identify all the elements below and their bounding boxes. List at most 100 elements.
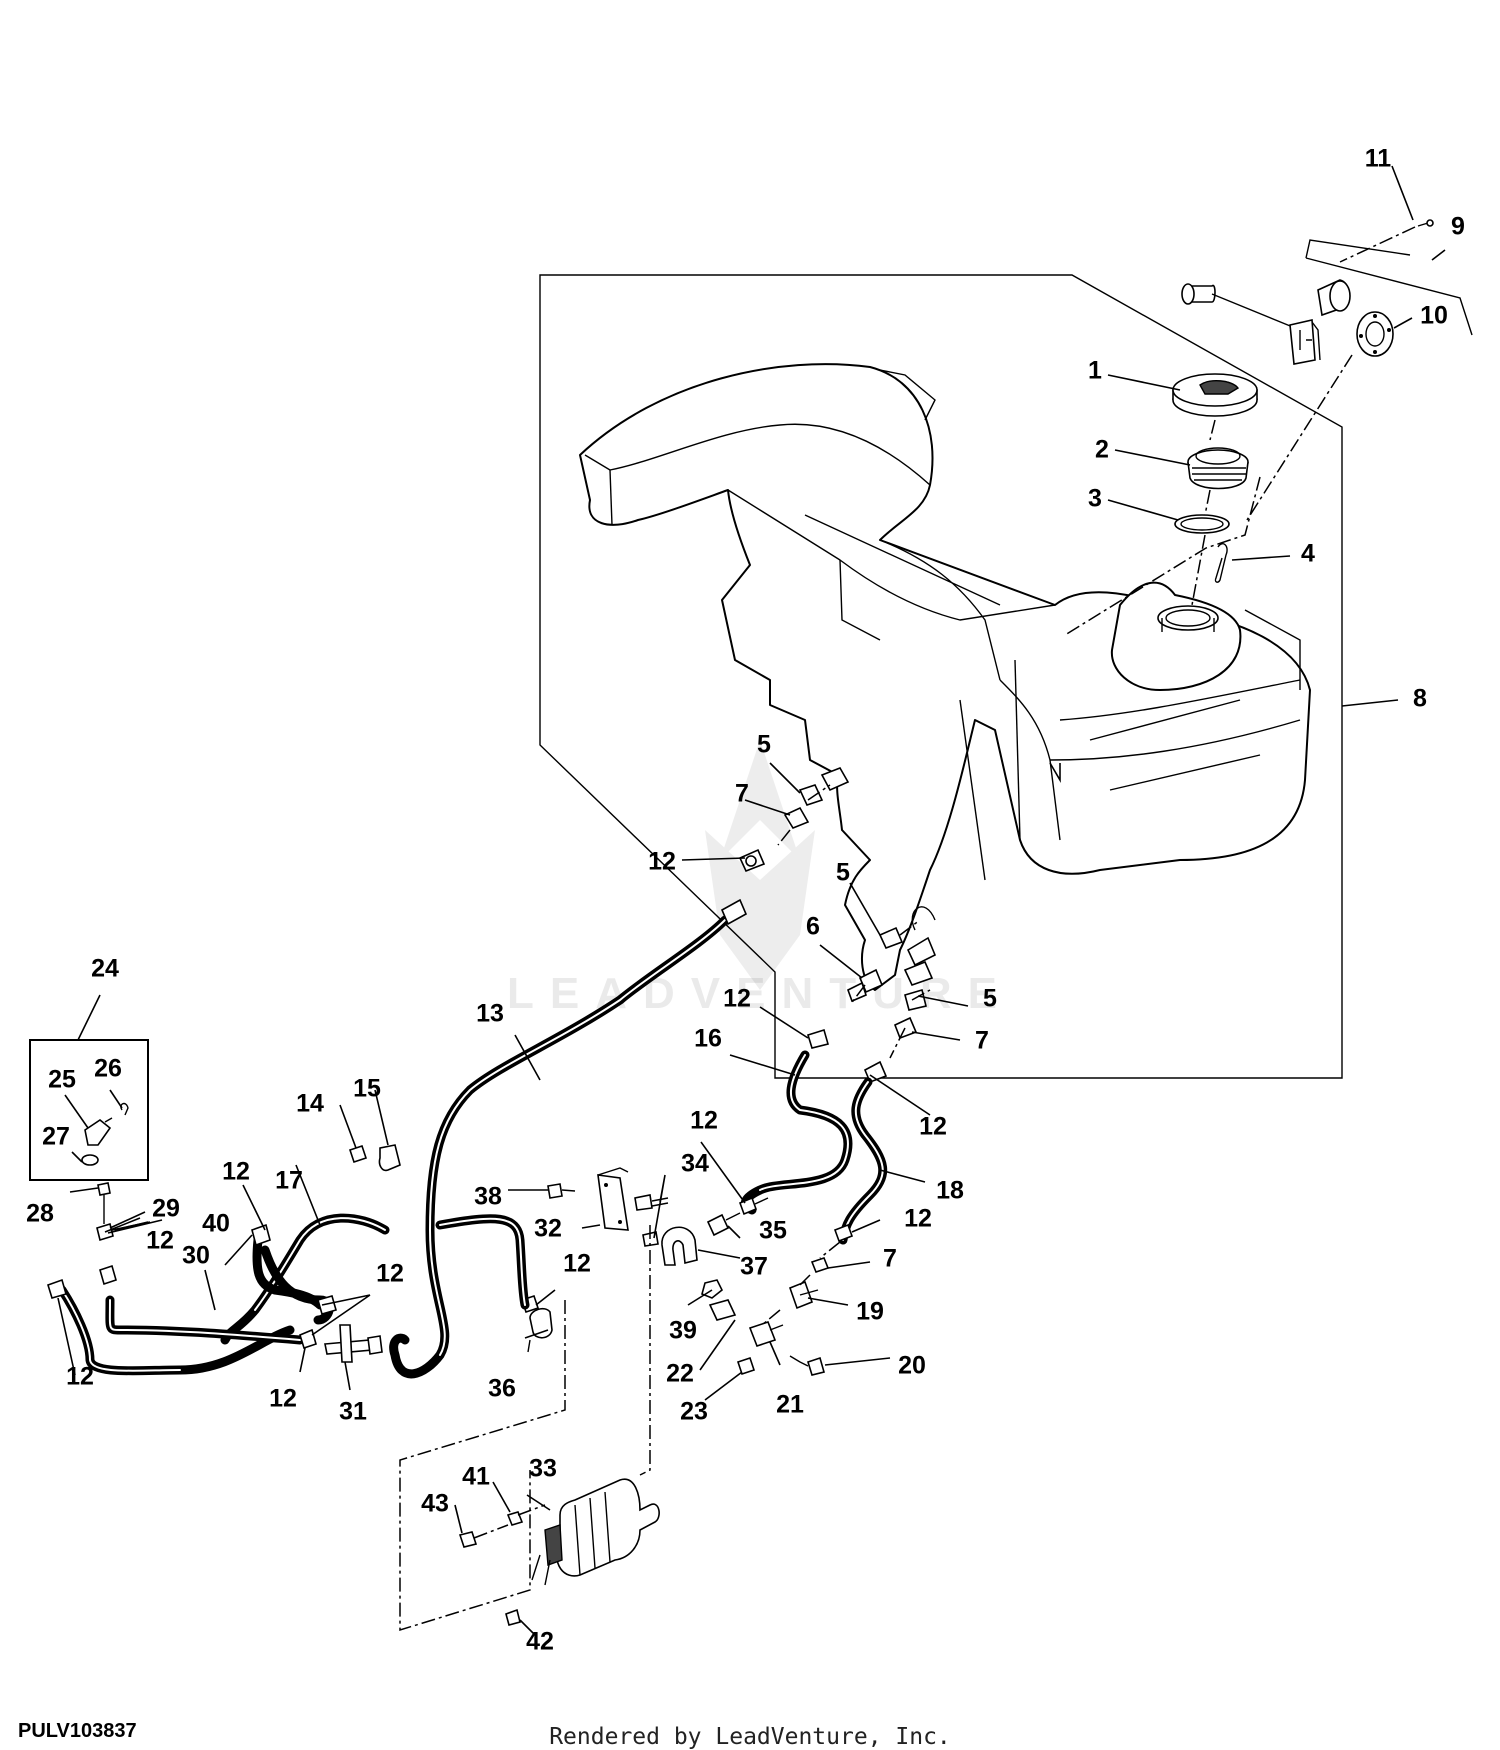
callout-18: 18 [936, 1177, 964, 1205]
callout-42: 42 [526, 1628, 554, 1656]
fitting-23 [736, 1356, 756, 1376]
filter-19 [788, 1280, 819, 1310]
callout-22: 22 [666, 1360, 694, 1388]
callout-9: 9 [1451, 213, 1465, 241]
fuel-hose-40 [251, 1223, 325, 1310]
fuel-pump-33 [531, 1478, 660, 1586]
callout-12g: 12 [222, 1158, 250, 1186]
fuel-hose-36 [435, 1214, 530, 1310]
callout-12a: 12 [648, 848, 676, 876]
callout-15: 15 [353, 1075, 381, 1103]
filler-adapter [1187, 447, 1249, 490]
callout-7b: 7 [975, 1027, 989, 1055]
callout-12e: 12 [904, 1205, 932, 1233]
tank-outlet-fitting-lower [807, 926, 927, 1084]
callout-35: 35 [759, 1217, 787, 1245]
fuel-hose-16 [740, 1050, 853, 1215]
callout-1: 1 [1088, 357, 1102, 385]
watermark-logo [705, 740, 815, 990]
fuel-tank [579, 363, 1311, 991]
callout-19: 19 [856, 1298, 884, 1326]
callout-7c: 7 [883, 1245, 897, 1273]
nut-43 [458, 1531, 478, 1548]
callout-12b: 12 [723, 985, 751, 1013]
tank-assembly-frame [539, 274, 1343, 1079]
callout-4: 4 [1301, 540, 1315, 568]
fitting-12-lower-right [833, 1223, 854, 1243]
callout-14: 14 [296, 1090, 324, 1118]
fitting-7-lower [810, 1257, 830, 1273]
callout-12h: 12 [376, 1260, 404, 1288]
callout-6: 6 [806, 913, 820, 941]
callout-labels: 1 2 3 4 5 5 5 6 7 7 7 8 9 10 11 12 12 12… [26, 145, 1465, 1656]
clip-26 [120, 1102, 129, 1116]
callout-12c: 12 [919, 1113, 947, 1141]
callout-11: 11 [1365, 145, 1392, 173]
o-ring-27 [81, 1154, 99, 1166]
callout-31: 31 [339, 1398, 367, 1426]
callout-30: 30 [182, 1242, 210, 1270]
callout-38: 38 [474, 1183, 502, 1211]
fuel-cap [1172, 373, 1258, 417]
callout-25: 25 [48, 1066, 76, 1094]
callout-2: 2 [1095, 436, 1109, 464]
fuel-hose-18 [838, 1077, 888, 1245]
callout-13: 13 [476, 1000, 504, 1028]
callout-5b: 5 [836, 859, 850, 887]
callout-5c: 5 [983, 985, 997, 1013]
sender-bracket-lines [1305, 239, 1473, 336]
sender-gasket [1356, 311, 1394, 357]
callout-3: 3 [1088, 485, 1102, 513]
clamp-37 [661, 1226, 698, 1266]
callout-41: 41 [462, 1463, 490, 1491]
callout-7a: 7 [735, 780, 749, 808]
elbow-fitting-25 [84, 1117, 113, 1146]
callout-26: 26 [94, 1055, 122, 1083]
callout-17: 17 [275, 1167, 303, 1195]
fitting-35 [706, 1212, 741, 1237]
callout-27: 27 [42, 1123, 70, 1151]
fuel-hose-30 [57, 1285, 305, 1376]
callout-8: 8 [1413, 685, 1427, 713]
leader-lines [57, 165, 1446, 1636]
callout-16: 16 [694, 1025, 722, 1053]
callout-12d: 12 [690, 1107, 718, 1135]
callout-39: 39 [669, 1317, 697, 1345]
retaining-clip [1214, 543, 1228, 583]
callout-10: 10 [1420, 302, 1448, 330]
callout-12i: 12 [146, 1227, 174, 1255]
filler-seal [1174, 514, 1230, 534]
nut-42 [505, 1608, 521, 1626]
callout-29: 29 [152, 1195, 180, 1223]
callout-21: 21 [776, 1391, 804, 1419]
tee-fitting-31 [324, 1324, 383, 1363]
valve-21 [748, 1321, 784, 1347]
callout-20: 20 [898, 1352, 926, 1380]
callout-12k: 12 [269, 1385, 297, 1413]
callout-40: 40 [202, 1210, 230, 1238]
callout-24: 24 [91, 955, 119, 983]
fuel-hose-17 [220, 1213, 390, 1345]
bolt-20 [789, 1355, 825, 1376]
fuel-level-sender [1181, 279, 1351, 365]
callout-36: 36 [488, 1375, 516, 1403]
callout-23: 23 [680, 1398, 708, 1426]
callout-33: 33 [529, 1455, 557, 1483]
callout-28: 28 [26, 1200, 54, 1228]
figure-id: PULV103837 [18, 1720, 137, 1742]
callout-12f: 12 [563, 1250, 591, 1278]
connector-22 [708, 1299, 737, 1321]
tank-outlet-fitting-upper [738, 784, 824, 873]
footer-credit: Rendered by LeadVenture, Inc. [549, 1724, 951, 1750]
callout-32: 32 [534, 1215, 562, 1243]
sender-screw [1417, 219, 1434, 227]
clip-14-15 [348, 1144, 401, 1172]
bolt-38 [547, 1183, 576, 1199]
detail-box-24 [29, 1039, 149, 1181]
fuel-hose-13 [389, 898, 748, 1379]
callout-37: 37 [740, 1253, 768, 1281]
callout-12j: 12 [66, 1363, 94, 1391]
callout-43: 43 [421, 1490, 449, 1518]
callout-5a: 5 [757, 731, 771, 759]
